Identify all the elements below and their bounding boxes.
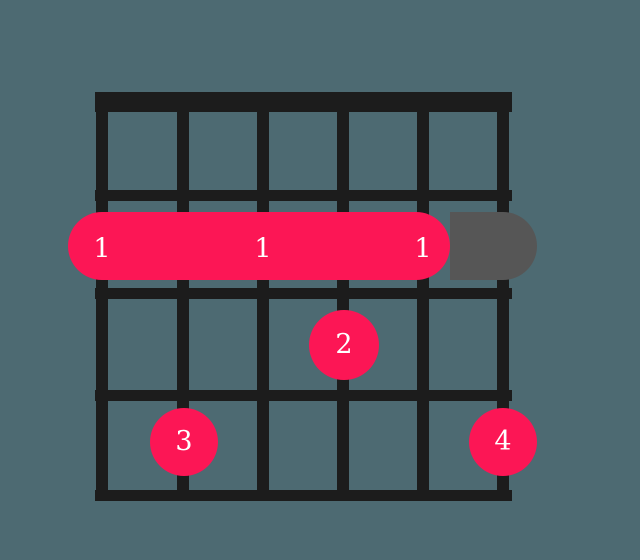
- fret-line-4: [95, 490, 512, 501]
- barre-finger-label: 1: [254, 233, 272, 265]
- finger-marker-3[interactable]: 3: [150, 408, 218, 476]
- finger-marker-label: 2: [335, 328, 353, 360]
- fret-line-2: [95, 288, 512, 299]
- barre-finger-1[interactable]: [68, 212, 450, 280]
- barre-finger-label: 1: [414, 233, 432, 265]
- finger-marker-2[interactable]: 2: [309, 310, 379, 380]
- fret-line-3: [95, 390, 512, 401]
- barre-finger-label: 1: [93, 233, 111, 265]
- fret-line-1: [95, 190, 512, 201]
- nut: [95, 92, 512, 112]
- finger-marker-label: 3: [175, 425, 193, 457]
- finger-marker-4[interactable]: 4: [469, 408, 537, 476]
- finger-marker-label: 4: [494, 425, 512, 457]
- muted-barre-extension: [450, 212, 537, 280]
